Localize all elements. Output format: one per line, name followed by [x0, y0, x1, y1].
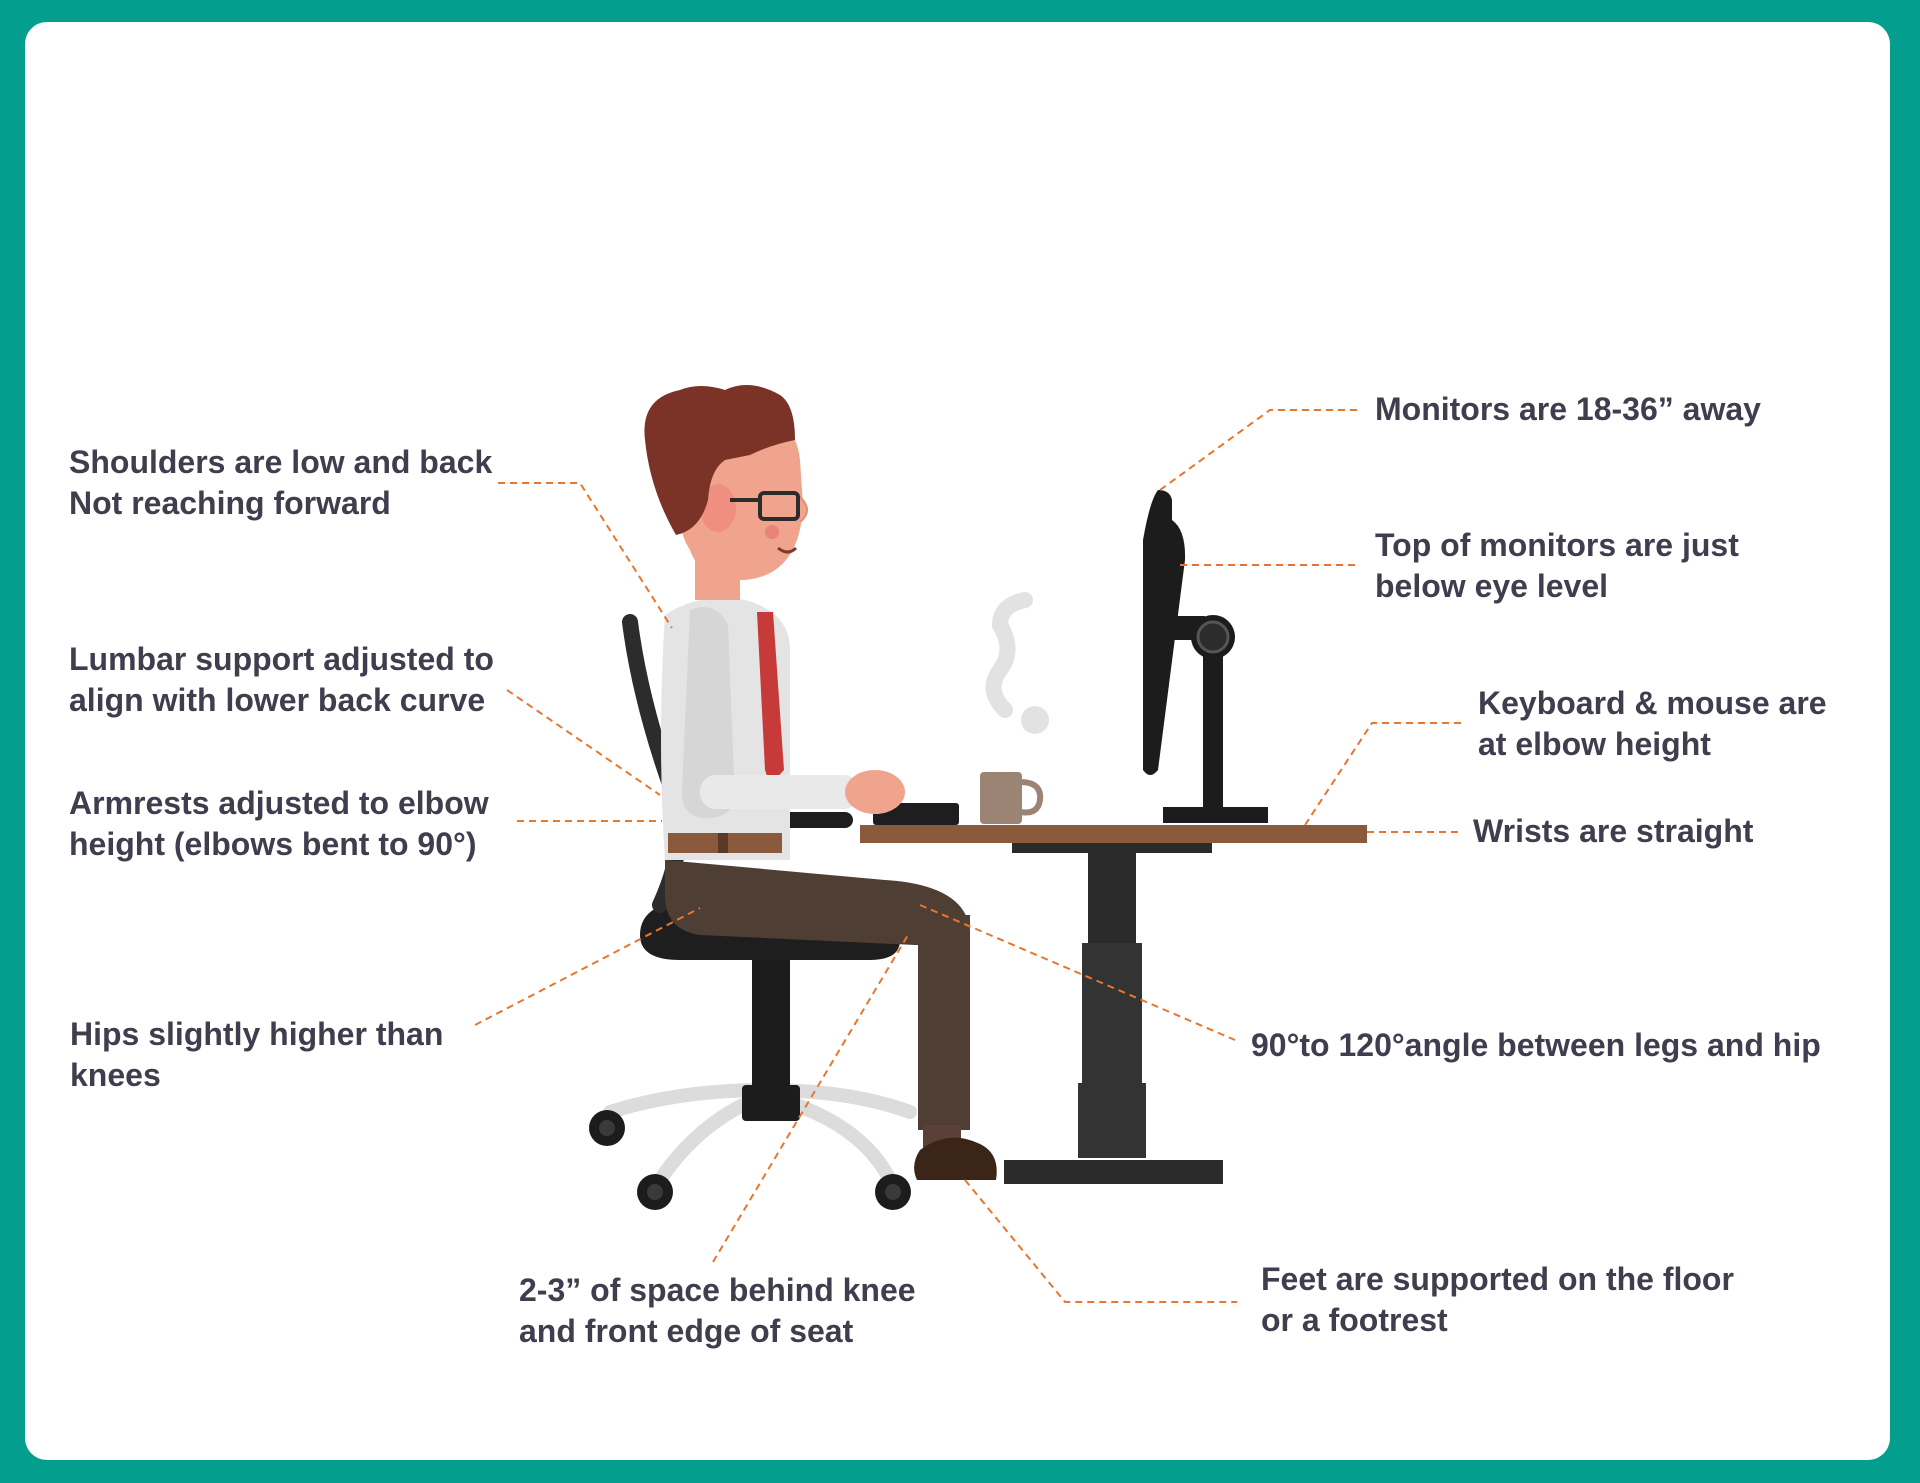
keyboard-label: Keyboard & mouse are at elbow height	[1478, 683, 1827, 765]
lumbar-line-1: Lumbar support adjusted to	[69, 641, 494, 677]
keyboard-line-2: at elbow height	[1478, 726, 1711, 762]
hips-line-1: Hips slightly higher than	[70, 1016, 444, 1052]
shoulders-label: Shoulders are low and back Not reaching …	[69, 442, 492, 524]
feet-label: Feet are supported on the floor or a foo…	[1261, 1259, 1734, 1341]
keyboard-line-1: Keyboard & mouse are	[1478, 685, 1827, 721]
armrests-line-2: height (elbows bent to 90°)	[69, 826, 477, 862]
shoulders-line-1: Shoulders are low and back	[69, 444, 493, 480]
monitor-distance-label: Monitors are 18-36” away	[1375, 389, 1761, 430]
person	[644, 385, 997, 1180]
hips-label: Hips slightly higher than knees	[70, 1014, 443, 1096]
feet-line-1: Feet are supported on the floor	[1261, 1261, 1734, 1297]
knee-space-line-2: and front edge of seat	[519, 1313, 854, 1349]
armrests-label: Armrests adjusted to elbow height (elbow…	[69, 783, 489, 865]
monitor	[1143, 490, 1268, 823]
desk	[860, 825, 1367, 1184]
lumbar-line-2: align with lower back curve	[69, 682, 486, 718]
lumbar-label: Lumbar support adjusted to align with lo…	[69, 639, 494, 721]
knee-space-label: 2-3” of space behind knee and front edge…	[519, 1270, 916, 1352]
shoulders-line-2: Not reaching forward	[69, 485, 391, 521]
wrists-label: Wrists are straight	[1473, 811, 1753, 852]
monitor-distance-line-1: Monitors are 18-36” away	[1375, 391, 1761, 427]
armrests-line-1: Armrests adjusted to elbow	[69, 785, 489, 821]
knee-space-line-1: 2-3” of space behind knee	[519, 1272, 916, 1308]
leader-lines	[474, 409, 1463, 1303]
angle-label: 90°to 120°angle between legs and hip	[1251, 1025, 1821, 1066]
angle-line-1: 90°to 120°angle between legs and hip	[1251, 1027, 1821, 1063]
monitor-top-label: Top of monitors are just below eye level	[1375, 525, 1739, 607]
feet-line-2: or a footrest	[1261, 1302, 1448, 1338]
monitor-top-line-2: below eye level	[1375, 568, 1609, 604]
hips-line-2: knees	[70, 1057, 161, 1093]
wrists-line-1: Wrists are straight	[1473, 813, 1754, 849]
coffee-mug	[980, 592, 1049, 824]
monitor-top-line-1: Top of monitors are just	[1375, 527, 1739, 563]
infographic-card	[25, 22, 1890, 1460]
